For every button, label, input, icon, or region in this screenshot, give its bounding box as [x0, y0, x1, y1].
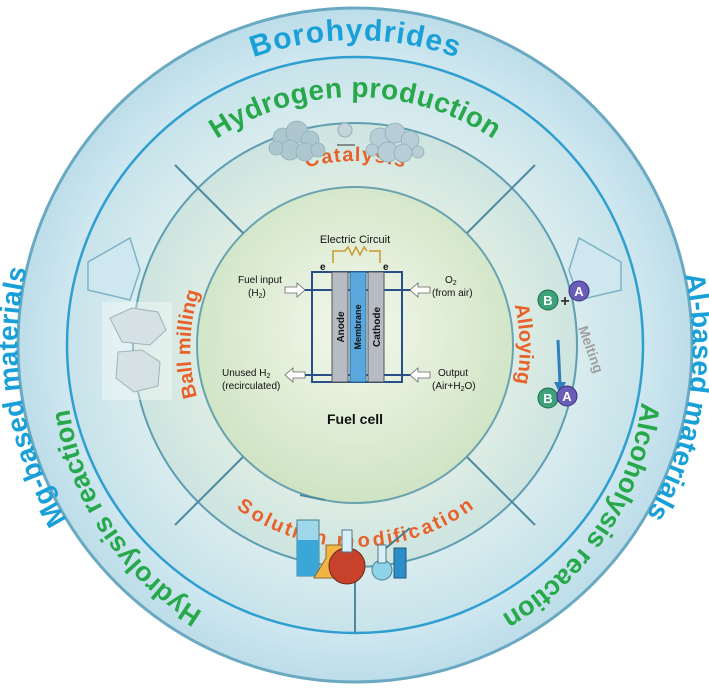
membrane-plate: [349, 271, 367, 383]
a-atom-top: [568, 280, 590, 302]
fuel-input-arrow: [284, 282, 306, 298]
electron-left-label: e: [320, 262, 326, 273]
fuel-cell-caption: Fuel cell: [327, 411, 383, 427]
electron-right-label: e: [383, 262, 389, 273]
a-atom-bottom-label: A: [562, 389, 572, 404]
b-atom-top-label: B: [543, 293, 552, 308]
o2-label: O2: [445, 275, 457, 287]
circuit-wire: [332, 245, 381, 263]
o2-from-air-label: (from air): [432, 288, 473, 299]
melting-arrow: [556, 339, 562, 385]
unused-h2-label: Unused H2: [222, 368, 270, 380]
membrane-label: Membrane: [353, 304, 363, 349]
cathode-plate: [367, 271, 385, 383]
anode-plate: [331, 271, 349, 383]
unused-h2-arrow: [284, 367, 306, 383]
b-atom-bottom-label: B: [543, 391, 552, 406]
output-arrow: [409, 367, 431, 383]
left-pointer-arrow: [87, 236, 141, 301]
particle-cluster-illustration: [268, 120, 425, 163]
sector-dividers: [174, 164, 536, 633]
lab-glassware-illustration: [296, 519, 411, 585]
output-air-h2o-label: (Air+H2O): [432, 381, 476, 393]
output-label: Output: [438, 368, 468, 379]
fuel-cell-schematic: Electric Circuit e e Anode Membrane Cath…: [222, 234, 476, 427]
a-atom-top-label: A: [574, 284, 584, 299]
anode-label: Anode: [336, 311, 347, 343]
plus-sign: +: [560, 293, 569, 310]
melting-arrowhead: [554, 382, 566, 394]
a-atom-bottom: [556, 385, 578, 407]
b-atom-top: [537, 289, 559, 311]
cathode-label: Cathode: [372, 307, 383, 347]
recirculated-label: (recirculated): [222, 381, 280, 392]
metal-chunk-illustration: [102, 302, 172, 400]
fuel-input-label: Fuel input: [238, 275, 282, 286]
electric-circuit-label: Electric Circuit: [320, 234, 390, 246]
fuel-input-h2-label: (H2): [248, 288, 266, 300]
o2-input-arrow: [409, 282, 431, 298]
